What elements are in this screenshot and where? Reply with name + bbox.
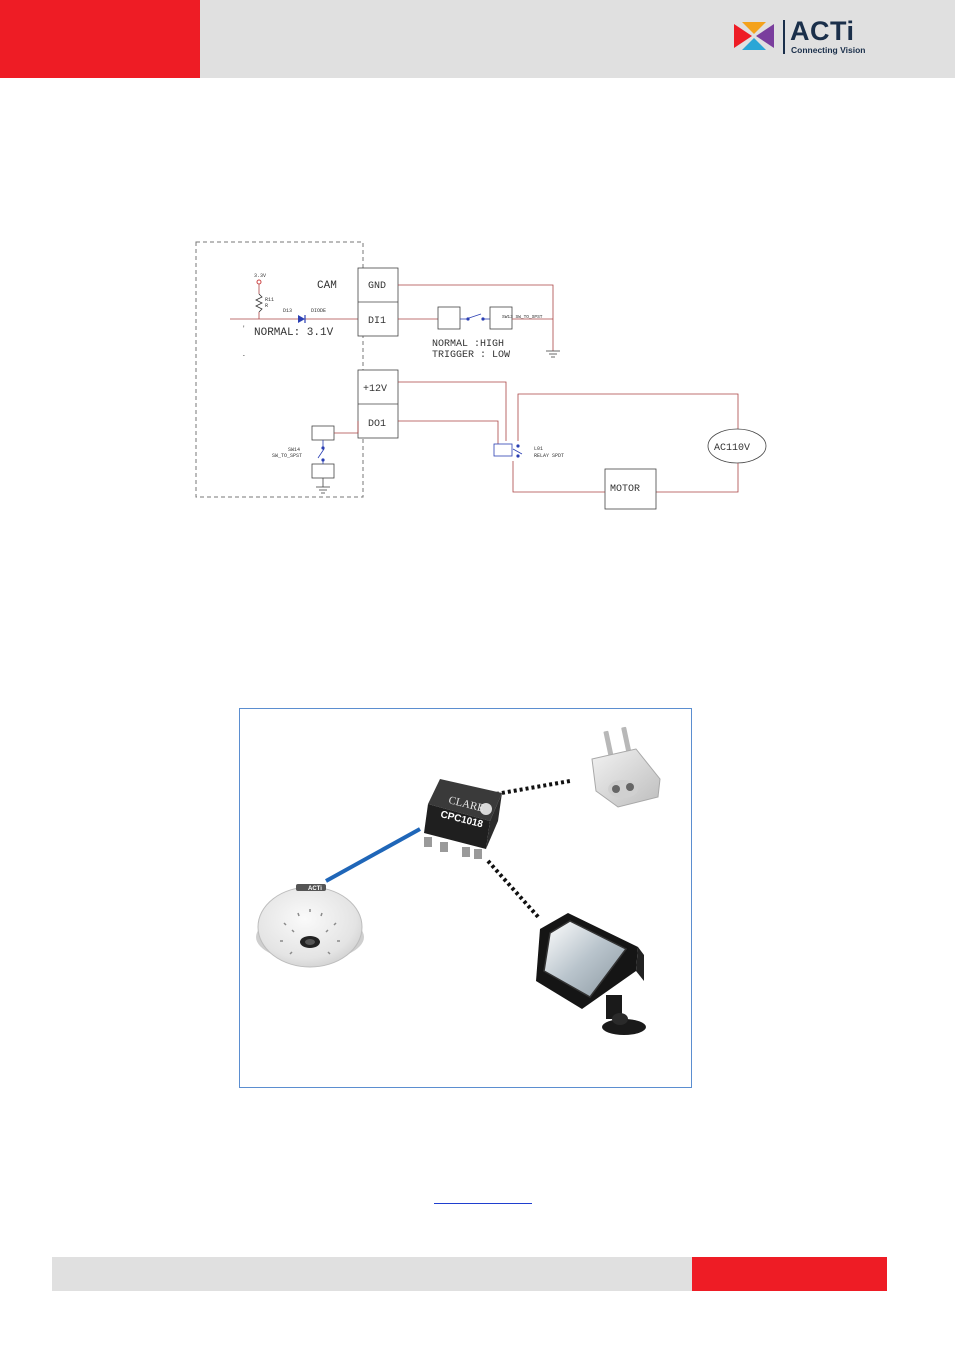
logo-separator [783, 20, 785, 54]
svg-text:': ' [242, 325, 246, 332]
relay-chip-image: CLARE CPC1018 [424, 779, 502, 859]
ac-source [707, 428, 767, 464]
supply-label: 3.3V [254, 273, 266, 279]
terminal-gnd: GND [368, 281, 386, 292]
diode-label: DIODE [311, 308, 326, 314]
trigger-note-line1: NORMAL :HIGH [432, 339, 504, 350]
motor-box [604, 468, 657, 510]
relay-to-plug-wire [495, 779, 571, 796]
relay-to-lamp-wire [486, 859, 542, 921]
diode-ref: D13 [283, 308, 292, 314]
terminal-di1: DI1 [368, 316, 386, 327]
illustration-canvas: ACTi CLARE CPC1018 [256, 726, 661, 1035]
footer-band [52, 1257, 692, 1291]
diode-symbol [298, 315, 305, 323]
dome-camera-image: ACTi [256, 884, 364, 968]
cam-label: CAM [317, 280, 337, 292]
relay-label: RELAY SPDT [534, 453, 564, 459]
acti-logo-mark-icon [734, 22, 774, 50]
wiring-schematic: CAM 3.3V R11 R D13 DIODE NORMAL: 3.1V ' … [195, 241, 767, 510]
flood-lamp-image [536, 913, 646, 1035]
input-switch-label: SW13 SW_TO_SPST [502, 314, 543, 320]
relay-ref: L01 [534, 446, 543, 452]
logo-wordmark: ACTi [790, 16, 855, 46]
output-switch-ref: SW14 [288, 447, 300, 453]
ac-source-label: AC110V [714, 443, 750, 454]
terminal-do1: DO1 [368, 419, 386, 430]
output-switch-label: SW_TO_SPST [272, 453, 302, 459]
trigger-note-line2: TRIGGER : LOW [432, 350, 510, 361]
logo-tagline: Connecting Vision [791, 45, 866, 55]
power-plug-image [591, 726, 661, 808]
camera-boundary [195, 241, 364, 498]
resistor-value: R [265, 303, 268, 309]
footer-accent-block [692, 1257, 887, 1291]
header-accent-block [0, 0, 200, 78]
normal-voltage: NORMAL: 3.1V [254, 327, 334, 339]
svg-text:-: - [242, 352, 246, 359]
relay-symbol [493, 443, 513, 457]
acti-logo: ACTi Connecting Vision [732, 16, 872, 60]
connection-illustration: ACTi CLARE CPC1018 [239, 708, 692, 1088]
resistor-label: R11 [265, 297, 274, 303]
motor-label: MOTOR [610, 484, 640, 495]
terminal-12v: +12V [363, 384, 387, 395]
camera-to-relay-cable [325, 827, 421, 883]
camera-brand: ACTi [308, 886, 322, 892]
hyperlink-underline[interactable] [434, 1203, 532, 1204]
